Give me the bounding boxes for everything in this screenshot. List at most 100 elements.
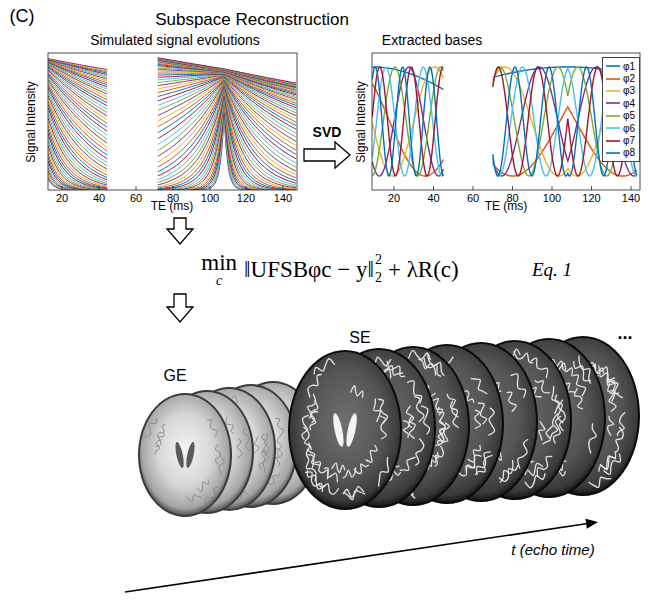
tick-mark bbox=[591, 186, 592, 190]
plot-frame bbox=[48, 53, 297, 190]
gyrus bbox=[579, 355, 591, 383]
legend-row: φ6 bbox=[606, 122, 635, 134]
legend-row: φ7 bbox=[606, 134, 635, 146]
tick-mark bbox=[631, 186, 632, 190]
axis-label: TE (ms) bbox=[485, 200, 528, 214]
equation-text: + λR(c) bbox=[388, 257, 459, 282]
gyrus bbox=[600, 451, 616, 469]
legend-line bbox=[606, 149, 620, 157]
tick-label: 100 bbox=[201, 192, 219, 205]
gyrus bbox=[608, 416, 614, 435]
brain-slice bbox=[140, 395, 230, 515]
legend-text: φ1 bbox=[623, 61, 635, 72]
tick-label: 120 bbox=[237, 192, 255, 205]
legend-line bbox=[606, 87, 620, 95]
gyrus bbox=[307, 470, 325, 489]
gyrus bbox=[380, 416, 386, 439]
gyrus bbox=[617, 412, 625, 436]
legend-line-sample bbox=[606, 78, 620, 80]
legend-row: φ3 bbox=[606, 85, 635, 97]
tick-label: 140 bbox=[274, 192, 292, 205]
gyrus bbox=[407, 406, 414, 428]
tick-mark bbox=[552, 186, 553, 190]
panel-letter: (C) bbox=[10, 6, 35, 27]
gyrus bbox=[308, 375, 322, 398]
axis-label: Signal Intensity bbox=[355, 81, 369, 162]
gyrus bbox=[447, 394, 458, 417]
legend-line-sample bbox=[606, 127, 620, 129]
signal-curve bbox=[158, 58, 296, 84]
legend-line-sample bbox=[606, 90, 620, 92]
legend-line-sample bbox=[606, 140, 620, 142]
gyrus bbox=[439, 420, 445, 439]
signal-curve bbox=[48, 59, 107, 73]
brain-slice bbox=[290, 352, 400, 508]
signal-curve bbox=[48, 60, 107, 75]
gyrus bbox=[374, 399, 381, 422]
legend-line-sample bbox=[606, 152, 620, 154]
legend-line bbox=[606, 137, 620, 145]
slice-edge bbox=[138, 393, 232, 517]
tick-label: 40 bbox=[427, 192, 439, 205]
plot-title: Simulated signal evolutions bbox=[90, 32, 260, 48]
signal-curve bbox=[158, 61, 296, 89]
signal-curve bbox=[158, 59, 296, 85]
legend-line bbox=[606, 62, 620, 70]
slice-edge bbox=[288, 350, 402, 510]
gyrus bbox=[511, 374, 526, 398]
ellipsis: ... bbox=[617, 323, 632, 344]
tick-label: 20 bbox=[388, 192, 400, 205]
tick-label: 60 bbox=[467, 192, 479, 205]
legend-line bbox=[606, 124, 620, 132]
plot-panel: Extracted bases bbox=[352, 26, 644, 216]
signal-curve bbox=[158, 81, 296, 163]
ventricle bbox=[174, 441, 186, 468]
equation-box: minc‖UFSBφc − y‖22+ λR(c) bbox=[140, 246, 520, 292]
tick-mark bbox=[136, 186, 137, 190]
gyrus bbox=[407, 381, 422, 404]
basis-curve bbox=[372, 67, 443, 176]
ventricle bbox=[185, 441, 197, 468]
signal-curve bbox=[158, 59, 296, 85]
legend-row: φ2 bbox=[606, 72, 635, 84]
tick-label: 80 bbox=[506, 192, 518, 205]
tick-mark bbox=[473, 186, 474, 190]
ventricle bbox=[344, 412, 359, 447]
tick-mark bbox=[512, 186, 513, 190]
gyrus bbox=[573, 375, 585, 396]
gyrus bbox=[310, 400, 318, 422]
gyrus bbox=[488, 408, 494, 435]
gyrus bbox=[343, 487, 364, 497]
legend-row: φ4 bbox=[606, 97, 635, 109]
ge-slice bbox=[138, 393, 232, 517]
basis-curve bbox=[372, 67, 443, 176]
equation-text: c bbox=[216, 274, 222, 288]
gyrus bbox=[383, 366, 403, 376]
signal-curve bbox=[158, 58, 296, 84]
legend-text: φ3 bbox=[623, 85, 635, 96]
gyrus bbox=[499, 465, 518, 481]
gyrus bbox=[477, 452, 491, 475]
gyrus bbox=[525, 473, 545, 487]
signal-curve bbox=[158, 63, 296, 92]
legend-box: φ1φ2φ3φ4φ5φ6φ7φ8 bbox=[602, 57, 640, 162]
block-arrow bbox=[167, 294, 193, 322]
gyrus bbox=[551, 414, 558, 439]
block-arrow bbox=[304, 142, 350, 168]
gyrus bbox=[259, 449, 265, 470]
gyrus bbox=[197, 479, 209, 491]
basis-curve bbox=[372, 67, 443, 176]
gyrus bbox=[607, 374, 619, 393]
tick-label: 100 bbox=[543, 192, 561, 205]
equation-part: minc bbox=[201, 251, 237, 288]
gyrus bbox=[156, 433, 164, 446]
axis-label: t (echo time) bbox=[511, 541, 594, 558]
equation-part: 22 bbox=[375, 253, 382, 285]
gyrus bbox=[589, 423, 596, 453]
legend-text: φ5 bbox=[623, 110, 635, 121]
tick-mark bbox=[62, 186, 63, 190]
signal-curve bbox=[158, 85, 296, 183]
